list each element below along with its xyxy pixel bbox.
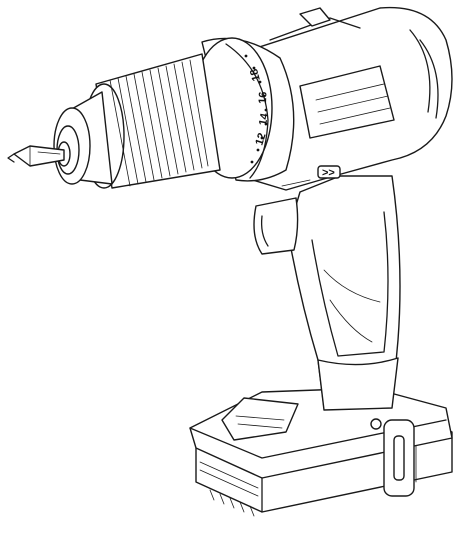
torque-label-18: 18 bbox=[248, 67, 263, 82]
motor-vent-panel bbox=[299, 65, 395, 139]
battery-pack bbox=[189, 387, 453, 517]
motor-housing: >> bbox=[245, 6, 453, 191]
keyless-chuck bbox=[53, 53, 221, 189]
torque-label-12: 12 bbox=[253, 132, 268, 147]
torque-label-16: 16 bbox=[257, 91, 269, 104]
mode-switch bbox=[317, 165, 341, 179]
battery-latch bbox=[221, 397, 299, 441]
torque-label-14: 14 bbox=[257, 112, 271, 127]
screwdriver-bit bbox=[7, 145, 65, 167]
trigger bbox=[253, 197, 299, 255]
drill-handle bbox=[287, 175, 401, 430]
mode-switch-label: >> bbox=[322, 167, 335, 179]
